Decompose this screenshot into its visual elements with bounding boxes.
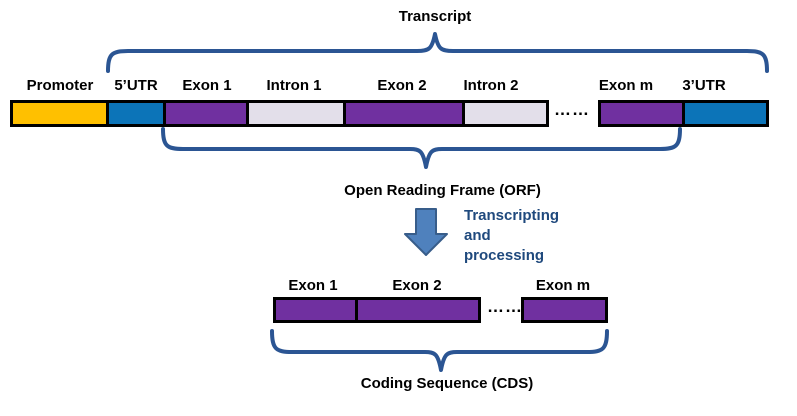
utr3-label: 3’UTR (682, 77, 726, 94)
utr5-label: 5’UTR (114, 77, 158, 94)
process-label: Transcripting and processing (464, 207, 560, 264)
orf-label: Open Reading Frame (ORF) (344, 182, 541, 199)
promoter-label: Promoter (26, 77, 94, 94)
intron2-label: Intron 2 (463, 77, 519, 94)
exonm-segment (598, 100, 685, 127)
utr5-segment (106, 100, 166, 127)
cds-exon1-label: Exon 1 (288, 277, 338, 294)
transcript-label: Transcript (398, 8, 472, 25)
exon2-segment (343, 100, 465, 127)
transcript-brace (106, 32, 769, 73)
orf-brace (161, 127, 682, 169)
exon2-label: Exon 2 (377, 77, 427, 94)
cds-exon1-segment (273, 297, 358, 323)
cds-exonm-segment (521, 297, 608, 323)
exon1-label: Exon 1 (182, 77, 232, 94)
intron1-segment (246, 100, 346, 127)
cds-exon2-label: Exon 2 (392, 277, 442, 294)
gene-ellipsis: …… (554, 100, 590, 119)
intron1-label: Intron 1 (266, 77, 322, 94)
cds-exonm-label: Exon m (535, 277, 591, 294)
cds-ellipsis: …… (487, 297, 523, 316)
exonm-label: Exon m (598, 77, 654, 94)
utr3-segment (682, 100, 769, 127)
intron2-segment (462, 100, 549, 127)
cds-label: Coding Sequence (CDS) (360, 375, 534, 392)
promoter-segment (10, 100, 109, 127)
down-arrow-icon (404, 208, 448, 256)
exon1-segment (163, 100, 249, 127)
cds-brace (270, 329, 609, 372)
cds-exon2-segment (355, 297, 481, 323)
